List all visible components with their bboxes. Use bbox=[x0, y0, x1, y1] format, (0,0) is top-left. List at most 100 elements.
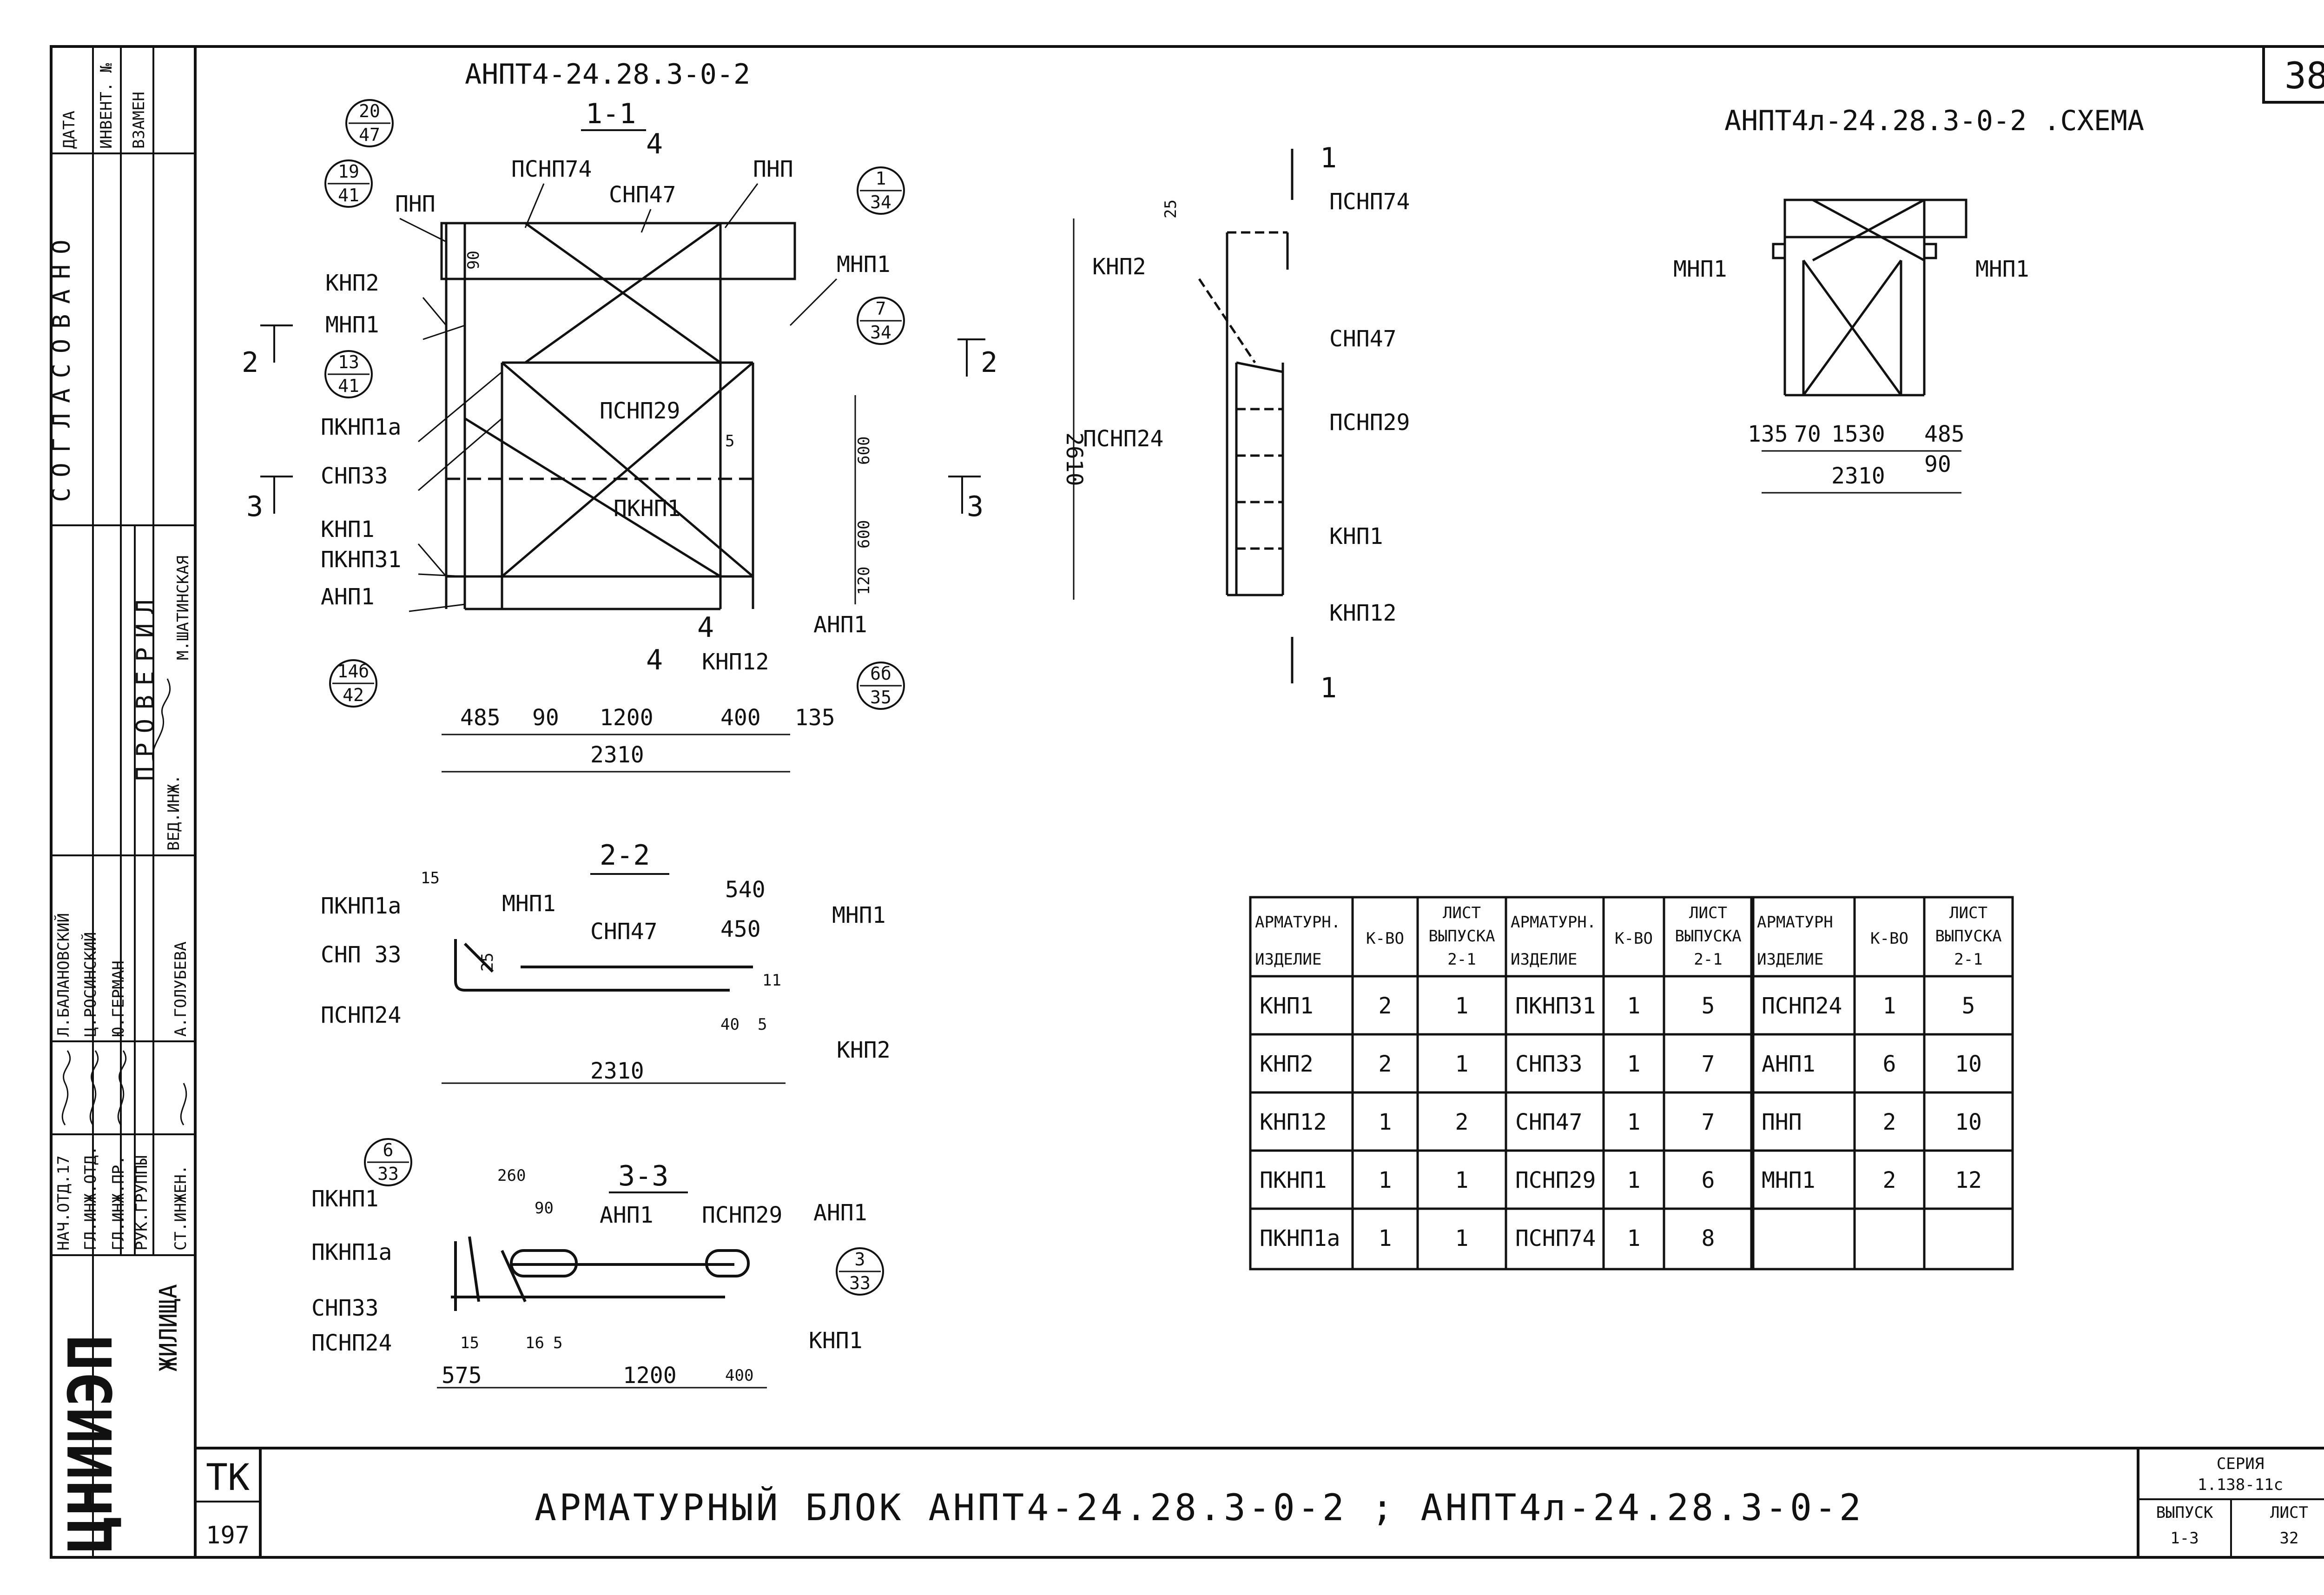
stamp-col-data: ДАТА bbox=[60, 111, 79, 149]
stamp-check-role: ВЕД.ИНЖ. bbox=[165, 774, 183, 851]
svg-text:7: 7 bbox=[876, 298, 886, 319]
spec-cell: 2 bbox=[1883, 1167, 1896, 1193]
svg-text:1200: 1200 bbox=[600, 705, 654, 731]
section-1-1-title: 1-1 bbox=[586, 98, 636, 130]
section-3-3-circle bbox=[364, 1138, 412, 1186]
svg-text:МНП1: МНП1 bbox=[832, 902, 886, 928]
svg-text:К-ВО: К-ВО bbox=[1870, 929, 1908, 948]
svg-text:КНП1: КНП1 bbox=[809, 1328, 863, 1354]
schema-label-right: МНП1 bbox=[1975, 256, 2029, 282]
svg-text:МНП1: МНП1 bbox=[837, 251, 891, 278]
series-value: 1.138-11с bbox=[2198, 1476, 2283, 1494]
svg-text:НАЧ.ОТД.17: НАЧ.ОТД.17 bbox=[54, 1155, 73, 1251]
svg-text:ВЫПУСКА: ВЫПУСКА bbox=[1428, 927, 1495, 946]
section-3-3-circle-2 bbox=[836, 1247, 884, 1296]
svg-text:ПКНП1а: ПКНП1а bbox=[311, 1239, 392, 1265]
svg-text:ПНП: ПНП bbox=[395, 191, 436, 217]
spec-cell: 5 bbox=[1962, 993, 1975, 1019]
side-cut-top: 1 bbox=[1320, 142, 1337, 174]
svg-text:ИЗДЕЛИЕ: ИЗДЕЛИЕ bbox=[1757, 950, 1823, 969]
spec-cell: 1 bbox=[1627, 993, 1641, 1019]
spec-cell: 5 bbox=[1702, 993, 1715, 1019]
spec-cell: 1 bbox=[1455, 1167, 1469, 1193]
svg-text:ПСНП29: ПСНП29 bbox=[1329, 410, 1410, 436]
svg-text:35: 35 bbox=[870, 687, 891, 708]
spec-cell: 2 bbox=[1379, 993, 1392, 1019]
svg-text:47: 47 bbox=[359, 125, 380, 145]
spec-cell: 7 bbox=[1702, 1051, 1715, 1077]
section-1-1-circles: 20 47 19 41 13 41 1 34 7 34 14б 42 6б bbox=[324, 99, 905, 710]
spec-cell: 1 bbox=[1883, 993, 1896, 1019]
svg-text:485: 485 bbox=[460, 705, 501, 731]
svg-text:СНП47: СНП47 bbox=[609, 182, 676, 208]
svg-text:КНП2: КНП2 bbox=[837, 1037, 891, 1063]
svg-text:42: 42 bbox=[343, 685, 364, 705]
section-1-1-labels: ПНП ПСНП74 СНП47 ПНП КНП2 МНП1 МНП1 ПКНП… bbox=[321, 156, 891, 675]
svg-text:135: 135 bbox=[795, 705, 835, 731]
sheet-number: 38 bbox=[2284, 55, 2324, 97]
svg-text:20: 20 bbox=[359, 101, 380, 121]
spec-cell: 12 bbox=[1955, 1167, 1982, 1193]
svg-text:33: 33 bbox=[377, 1164, 399, 1184]
side-cut-bottom: 1 bbox=[1320, 672, 1337, 704]
spec-cell: 1 bbox=[1455, 993, 1469, 1019]
spec-cell: 2 bbox=[1455, 1109, 1469, 1135]
org-logo: ЦНИИЭП ЖИЛИЩА bbox=[55, 1284, 183, 1553]
cut-marks: 2 2 3 3 4 4 bbox=[242, 324, 997, 676]
svg-text:ЛИСТ: ЛИСТ bbox=[1689, 904, 1727, 922]
spec-cell: МНП1 bbox=[1762, 1167, 1816, 1193]
svg-text:2: 2 bbox=[242, 346, 258, 379]
svg-text:5: 5 bbox=[758, 1015, 767, 1034]
spec-cell: 10 bbox=[1955, 1109, 1982, 1135]
svg-text:ПСНП74: ПСНП74 bbox=[1329, 189, 1410, 215]
spec-cell: 1 bbox=[1627, 1167, 1641, 1193]
svg-text:90: 90 bbox=[535, 1199, 554, 1218]
stamp-signatures bbox=[61, 1050, 187, 1125]
svg-text:АНП1: АНП1 bbox=[813, 1200, 867, 1226]
stamp-check-name: М.ШАТИНСКАЯ bbox=[174, 556, 192, 660]
svg-text:КНП2: КНП2 bbox=[325, 270, 379, 296]
spec-cell: 1 bbox=[1379, 1109, 1392, 1135]
svg-text:Л.БАЛАНОВСКИЙ: Л.БАЛАНОВСКИЙ bbox=[54, 913, 73, 1037]
series-label: СЕРИЯ bbox=[2217, 1455, 2264, 1473]
svg-text:КНП1: КНП1 bbox=[1329, 523, 1383, 549]
svg-text:4: 4 bbox=[646, 644, 663, 676]
svg-text:АРМАТУРН.: АРМАТУРН. bbox=[1511, 913, 1596, 932]
svg-text:3: 3 bbox=[967, 490, 984, 523]
svg-text:АНП1: АНП1 bbox=[321, 584, 375, 610]
spec-cell: ПСНП24 bbox=[1762, 993, 1842, 1019]
spec-table-headers: АРМАТУРН. ИЗДЕЛИЕ К-ВО ЛИСТ ВЫПУСКА 2-1 … bbox=[1255, 904, 2002, 969]
svg-text:АНП1: АНП1 bbox=[813, 612, 867, 638]
svg-text:МНП1: МНП1 bbox=[325, 312, 379, 338]
svg-text:2: 2 bbox=[981, 346, 997, 379]
schema-title: АНПТ4л-24.28.3-0-2 .СХЕМА bbox=[1724, 105, 2144, 137]
schema-dim-70: 70 bbox=[1794, 421, 1821, 447]
svg-text:СНП47: СНП47 bbox=[1329, 326, 1397, 352]
svg-text:5: 5 bbox=[725, 432, 734, 450]
svg-text:5: 5 bbox=[553, 1334, 562, 1352]
svg-text:МНП1: МНП1 bbox=[502, 891, 556, 917]
svg-text:РУК.ГРУППЫ: РУК.ГРУППЫ bbox=[132, 1155, 151, 1251]
sheet-label: ЛИСТ bbox=[2270, 1503, 2308, 1522]
svg-text:ПКНП1: ПКНП1 bbox=[311, 1186, 379, 1212]
spec-cell: ПКНП1 bbox=[1260, 1167, 1327, 1193]
spec-cell: 1 bbox=[1627, 1051, 1641, 1077]
spec-cell: ПНП bbox=[1762, 1109, 1802, 1135]
svg-text:4: 4 bbox=[697, 611, 714, 644]
svg-text:260: 260 bbox=[497, 1166, 526, 1185]
svg-text:ПКНП1а: ПКНП1а bbox=[321, 893, 401, 919]
spec-cell: 1 bbox=[1455, 1051, 1469, 1077]
approval-stamp: СОГЛАСОВАНО ДАТА ИНВЕНТ. № ВЗАМЕН ПРОВЕР… bbox=[48, 46, 195, 1557]
tk-number: 197 bbox=[206, 1522, 250, 1549]
svg-text:120: 120 bbox=[855, 567, 873, 595]
section-3-3: 3-3 6 33 3 33 ПКНП1 ПКНП1а СНП33 ПСНП24 … bbox=[311, 1138, 884, 1389]
spec-cell: ПКНП31 bbox=[1515, 993, 1596, 1019]
spec-cell: 10 bbox=[1955, 1051, 1982, 1077]
section-2-2-dims: 15 25 540 450 40 5 11 2310 bbox=[421, 869, 781, 1084]
svg-text:1: 1 bbox=[876, 168, 886, 189]
spec-cell: 8 bbox=[1702, 1225, 1715, 1251]
side-view: 1 1 25 2610 ПСНП74 КНП2 СНП47 ПСНП24 ПСН… bbox=[1061, 142, 1410, 704]
svg-text:ПСНП74: ПСНП74 bbox=[511, 156, 592, 182]
